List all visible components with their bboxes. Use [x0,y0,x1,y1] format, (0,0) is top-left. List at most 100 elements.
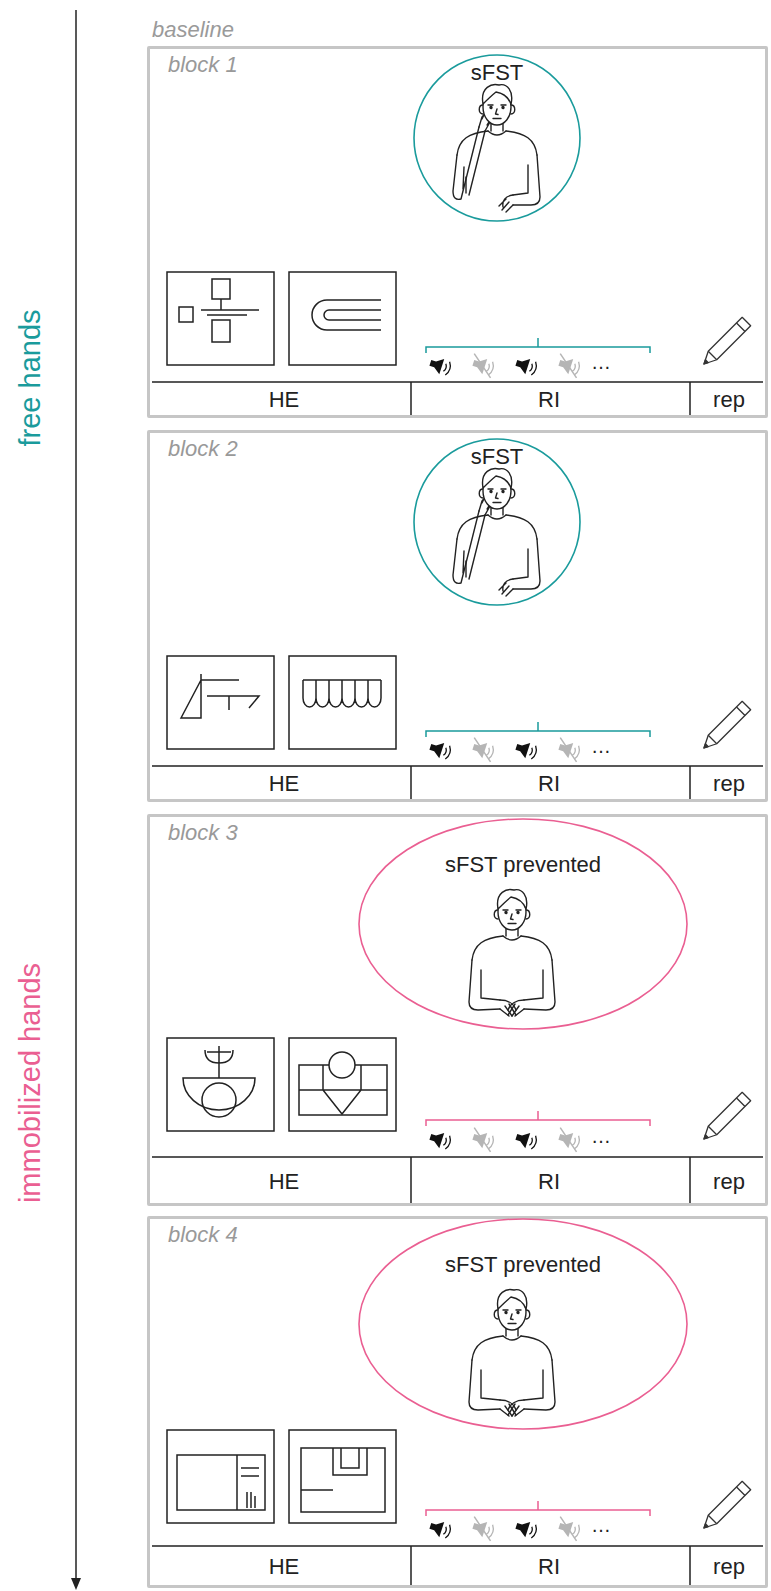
ellipse-outline [359,819,687,1029]
sound-on-icon [428,739,452,761]
ellipse-outline [414,55,580,221]
interval-bracket [426,1111,650,1126]
stimulus-card [167,272,274,365]
stimulus-shape [301,1448,367,1490]
participant-figure [469,1290,555,1416]
pencil-icon [700,701,751,752]
stimulus-card [289,1430,396,1523]
sound-off-icon [555,1517,582,1541]
sound-on-icon [514,1518,538,1540]
sound-off-icon [555,354,582,378]
condition-label: immobilized hands [16,963,45,1203]
segment-label: HE [269,773,300,795]
stimulus-card [167,1430,274,1523]
segment-label: HE [269,1556,300,1578]
segment-label: RI [538,389,560,411]
block-box: block 4 sFST prevented [147,1216,768,1588]
timeline [152,766,763,799]
sound-off-icon [555,738,582,762]
sound-off-icon [469,738,496,762]
sound-off-icon [555,1128,582,1152]
ellipsis-mark: … [591,736,611,756]
participant-figure [453,469,540,596]
ellipse-outline [414,439,580,605]
participant-figure [469,890,555,1016]
block-content [152,890,763,1203]
block-box: block 3 sFST prevented [147,814,768,1206]
segment-label: rep [713,1556,745,1578]
ellipse-outline [359,1219,687,1429]
stimulus-card [167,1038,274,1131]
stimulus-card [289,656,396,749]
block-content [152,1290,763,1585]
sound-off-icon [469,1517,496,1541]
condition-label: sFST prevented [358,854,688,876]
time-axis [75,10,77,1580]
sound-on-icon [514,739,538,761]
stimulus-shape [205,1046,233,1078]
stimulus-shape [303,680,381,707]
card-frame [167,1038,274,1131]
stimulus-shape [237,1455,259,1510]
condition-ellipse: sFST [413,438,581,606]
participant-figure [453,85,540,212]
condition-label: sFST [413,446,581,468]
timeline [152,1546,763,1585]
pencil-icon [700,317,751,368]
block-label: block 3 [168,822,238,844]
condition-ellipse: sFST [413,54,581,222]
time-arrowhead [71,1578,81,1590]
block-box: block 1 sFST [147,46,768,418]
block-content [152,85,763,415]
stimulus-card [289,272,396,365]
stimulus-shape [177,1455,265,1510]
condition-label: sFST [413,62,581,84]
segment-label: RI [538,773,560,795]
stimulus-shape [299,1065,387,1114]
ellipsis-mark: … [591,1515,611,1535]
stimulus-shape [179,307,193,322]
segment-label: HE [269,389,300,411]
timeline [152,1157,763,1203]
interval-bracket [426,722,650,737]
pencil-icon [700,1481,751,1532]
pencil-icon [700,1092,751,1143]
interval-bracket [426,1501,650,1516]
ellipse-outline-canvas [358,818,688,1030]
segment-label: RI [538,1171,560,1193]
stimulus-shape [301,1448,385,1512]
timeline [152,382,763,415]
interval-bracket [426,338,650,353]
ellipse-outline-canvas [358,1218,688,1430]
sound-on-icon [514,355,538,377]
stimulus-shape [329,1052,355,1078]
stimulus-shape [212,320,230,342]
card-frame [167,1430,274,1523]
card-frame [289,656,396,749]
sound-off-icon [469,1128,496,1152]
condition-ellipse: sFST prevented [358,818,688,1030]
condition-ellipse: sFST prevented [358,1218,688,1430]
stimulus-shape [181,674,259,718]
card-frame [167,656,274,749]
card-frame [167,272,274,365]
sound-on-icon [428,355,452,377]
ellipsis-mark: … [591,1126,611,1146]
segment-label: rep [713,389,745,411]
card-frame [289,1430,396,1523]
block-label: block 1 [168,54,238,76]
stimulus-card [167,656,274,749]
segment-label: rep [713,773,745,795]
block-label: block 2 [168,438,238,460]
block-content [152,469,763,799]
sound-on-icon [514,1129,538,1151]
stimulus-shape [202,1083,236,1117]
stimulus-shape [201,299,259,315]
block-label: block 4 [168,1224,238,1246]
phase-label: baseline [152,19,234,41]
stimulus-shape [312,300,381,330]
segment-label: HE [269,1171,300,1193]
